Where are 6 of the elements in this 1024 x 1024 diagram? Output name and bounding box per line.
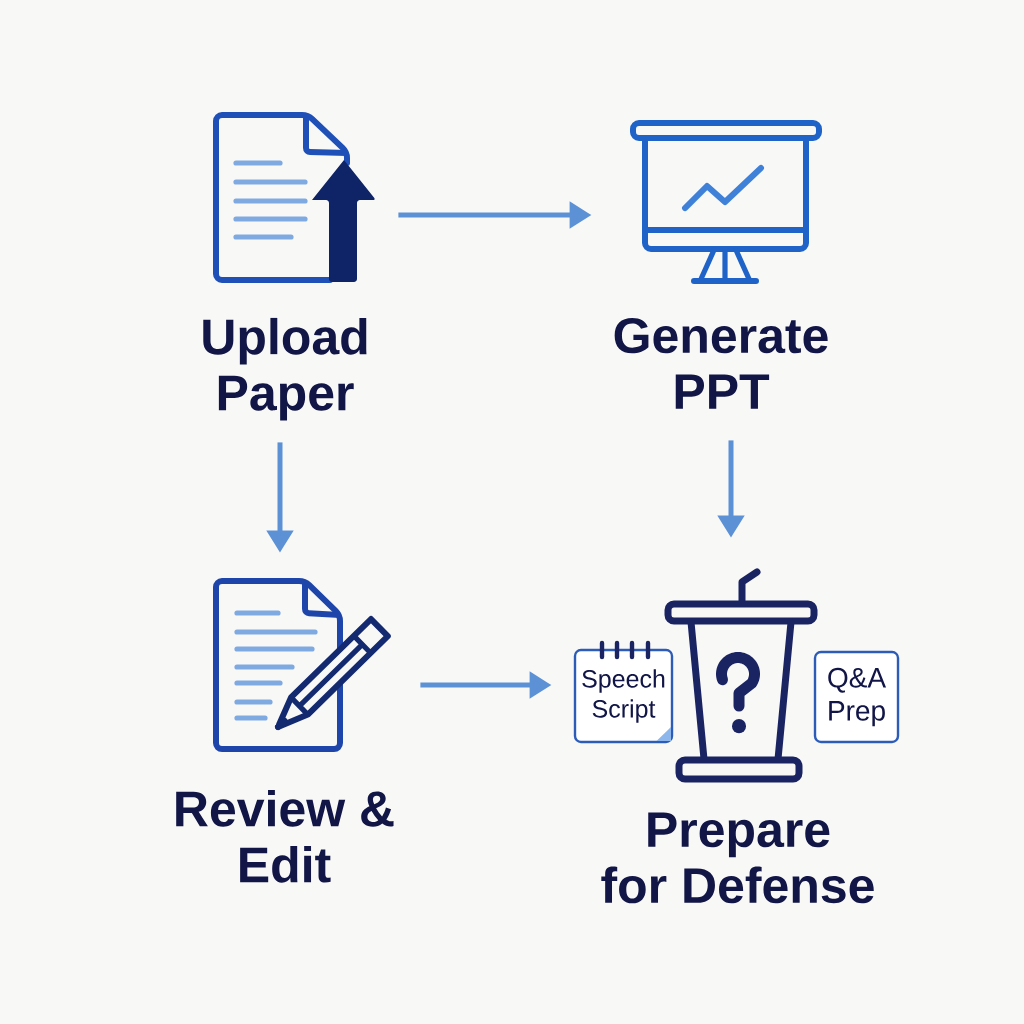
note-card: Q&A Prep — [813, 650, 900, 744]
step-label: Generate PPT — [614, 317, 828, 409]
step-label: Upload Paper — [203, 317, 367, 421]
notepad: Speech Script — [573, 648, 674, 744]
step-label: Prepare for Defense — [601, 812, 874, 904]
step-label: Review & Edit — [176, 789, 394, 883]
